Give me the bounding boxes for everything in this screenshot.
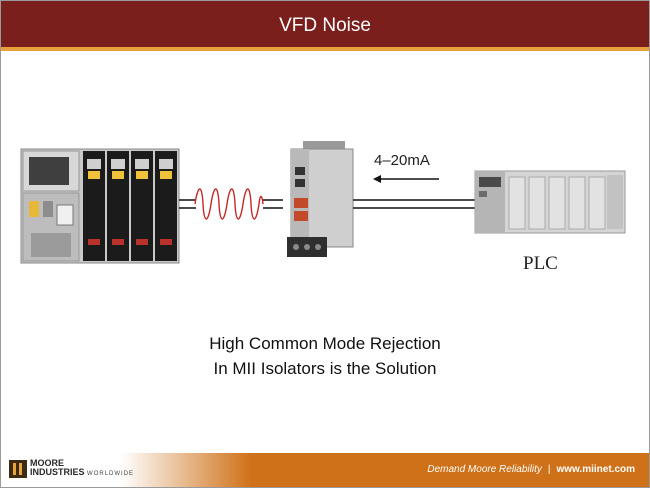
isolator-image (287, 141, 354, 257)
logo-line-1: MOORE (30, 458, 65, 468)
plc-label: PLC (523, 253, 558, 274)
caption-line-2: In MII Isolators is the Solution (213, 359, 437, 378)
caption: High Common Mode Rejection In MII Isolat… (1, 331, 649, 381)
arrow-left-icon (373, 175, 439, 183)
footer: MOORE INDUSTRIES WORLDWIDE Demand Moore … (1, 453, 649, 487)
vfd-cabinet-image (20, 148, 180, 264)
logo-mark-icon (9, 460, 27, 478)
slide-title: VFD Noise (279, 15, 371, 36)
vfd-wires (179, 199, 283, 209)
signal-wires (353, 199, 475, 209)
footer-separator: | (547, 464, 551, 475)
signal-label: 4–20mA (374, 152, 430, 169)
plc-image (474, 170, 626, 234)
logo-worldwide: WORLDWIDE (87, 471, 135, 477)
moore-logo: MOORE INDUSTRIES WORLDWIDE (9, 459, 134, 479)
footer-right: Demand Moore Reliability | www.miinet.com (427, 464, 635, 475)
logo-industries: INDUSTRIES (30, 467, 85, 477)
footer-url-link[interactable]: www.miinet.com (556, 464, 635, 475)
title-accent-stripe (1, 47, 649, 51)
logo-line-2: INDUSTRIES WORLDWIDE (30, 468, 134, 479)
caption-line-1: High Common Mode Rejection (209, 334, 441, 353)
noise-coil-icon (194, 188, 264, 220)
footer-tagline: Demand Moore Reliability (427, 464, 542, 475)
title-bar: VFD Noise (1, 1, 649, 51)
diagram (20, 141, 626, 264)
